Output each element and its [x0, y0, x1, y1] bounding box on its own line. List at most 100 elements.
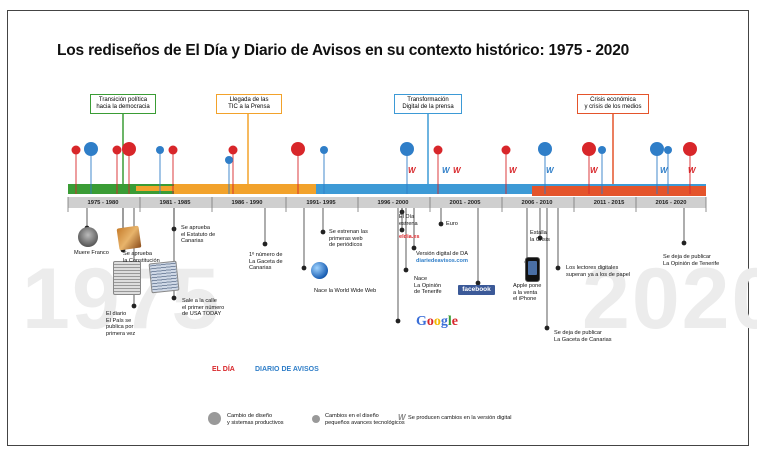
- legend-diario-avisos: DIARIO DE AVISOS: [255, 366, 319, 373]
- iphone-icon: [525, 257, 540, 282]
- event-el-dia-estrena: El Día estrena: [399, 214, 418, 227]
- el-dia-dot: [168, 145, 178, 155]
- event-estalla-crisis: Estalla la Crisis: [530, 230, 550, 243]
- event-estatuto-canarias: Se aprueba el Estatuto de Canarias: [181, 225, 216, 245]
- event-muere-franco: Muere Franco: [74, 250, 109, 256]
- el-dia-dot: [683, 142, 697, 156]
- diario-avisos-dot: [650, 142, 664, 156]
- w-mark-el-dia: W: [453, 166, 461, 175]
- el-dia-dot: [433, 145, 443, 155]
- el-dia-dot: [112, 145, 122, 155]
- event-fin-gaceta: Se deja de publicar La Gaceta de Canaria…: [554, 330, 612, 343]
- event-marker: [411, 245, 417, 251]
- event-marker: [544, 325, 550, 331]
- w-mark-diario-avisos: W: [442, 166, 450, 175]
- figure-frame: [7, 10, 749, 446]
- event-marker: [395, 318, 401, 324]
- el-dia-dot: [582, 142, 596, 156]
- event-marker: [681, 240, 687, 246]
- legend-small-dot: [312, 415, 320, 423]
- context-box-text: Llegada de las TIC a la Prensa: [228, 97, 270, 110]
- context-box-crisis: Crisis económica y crisis de los medios: [577, 94, 649, 114]
- diario-avisos-dot: [538, 142, 552, 156]
- event-marker: [403, 267, 409, 273]
- facebook-logo: facebook: [458, 285, 495, 295]
- legend-el-dia: EL DÍA: [212, 366, 235, 373]
- period-1975-1980: 1975 - 1980: [87, 200, 119, 206]
- event-marker: [171, 295, 177, 301]
- event-marker: [131, 303, 137, 309]
- legend-big-dot-text: Cambio de diseño y sistemas productivos: [227, 413, 284, 426]
- w-mark-el-dia: W: [590, 166, 598, 175]
- context-box-text: Transformación Digital de la prensa: [402, 97, 454, 110]
- legend-w-icon: W: [398, 413, 406, 422]
- background-year-end: 2020: [582, 251, 757, 347]
- event-primeras-web: Se estrenan las primeras web de periódic…: [329, 229, 368, 249]
- legend-w-text: Se producen cambios en la versión digita…: [408, 415, 512, 421]
- event-marker: [555, 265, 561, 271]
- event-world-wide-web: Nace la World Wide Web: [314, 288, 377, 294]
- el-dia-dot: [228, 145, 238, 155]
- diagram-title: Los rediseños de El Día y Diario de Avis…: [57, 42, 630, 59]
- w-mark-el-dia: W: [509, 166, 517, 175]
- event-euro: Euro: [446, 221, 458, 227]
- event-marker: [399, 227, 405, 233]
- w-mark-el-dia: W: [408, 166, 416, 175]
- event-opinion-tenerife: Nace La Opinión de Tenerife: [414, 276, 442, 296]
- el-dia-dot: [501, 145, 511, 155]
- legend-big-dot: [208, 412, 221, 425]
- bar-overlap-orange: [136, 186, 174, 191]
- event-diariedeavisos: diariedeavisos.com: [416, 258, 468, 264]
- w-mark-diario-avisos: W: [660, 166, 668, 175]
- diario-avisos-dot: [598, 146, 606, 154]
- bar-digital: [316, 184, 706, 194]
- event-eldia-es: eldia.es: [399, 234, 420, 240]
- context-box-text: Crisis económica y crisis de los medios: [584, 97, 642, 110]
- event-version-digital-da: Versión digital de DA: [416, 251, 468, 257]
- event-gaceta-canarias: 1º número de La Gaceta de Canarias: [249, 252, 283, 272]
- bar-crisis: [532, 186, 706, 196]
- period-2006-2010: 2006 - 2010: [521, 200, 553, 206]
- period-1991-1995: 1991- 1995: [306, 200, 336, 206]
- period-bar: [68, 197, 706, 208]
- el-pais-newspaper: [113, 261, 141, 295]
- globe-icon: [311, 262, 328, 279]
- constitution-book: [116, 225, 142, 251]
- period-1996-2000: 1996 - 2000: [377, 200, 409, 206]
- bar-tic: [174, 184, 316, 194]
- period-2001-2005: 2001 - 2005: [449, 200, 481, 206]
- event-marker: [475, 280, 481, 286]
- w-mark-el-dia: W: [688, 166, 696, 175]
- diario-avisos-dot: [664, 146, 672, 154]
- period-2011-2015: 2011 - 2015: [593, 200, 625, 206]
- franco-photo: [78, 227, 98, 247]
- el-dia-dot: [122, 142, 136, 156]
- period-ticks: [67, 197, 707, 212]
- diario-avisos-dot: [400, 142, 414, 156]
- event-marker: [262, 241, 268, 247]
- event-dots: [71, 142, 697, 164]
- usa-today-newspaper: [148, 260, 180, 294]
- event-marker: [537, 235, 543, 241]
- diario-avisos-dot: [225, 156, 233, 164]
- el-dia-dot: [291, 142, 305, 156]
- w-mark-diario-avisos: W: [546, 166, 554, 175]
- period-2016-2020: 2016 - 2020: [655, 200, 687, 206]
- context-box-tic: Llegada de las TIC a la Prensa: [216, 94, 282, 114]
- diario-avisos-dot: [156, 146, 164, 154]
- context-box-digital: Transformación Digital de la prensa: [394, 94, 462, 114]
- bar-transition: [68, 184, 174, 194]
- event-fin-opinion: Se deja de publicar La Opinión de Teneri…: [663, 254, 720, 267]
- diario-avisos-dot: [320, 146, 328, 154]
- event-marker: [301, 265, 307, 271]
- event-marker: [320, 229, 326, 235]
- event-el-pais: El diario El País se publica por primera…: [106, 311, 136, 337]
- event-usa-today: Sale a la calle el primer número de USA …: [182, 298, 225, 318]
- period-1981-1985: 1981 - 1985: [159, 200, 191, 206]
- period-1986-1990: 1986 - 1990: [231, 200, 263, 206]
- event-iphone: Apple pone a la venta el iPhone: [513, 283, 542, 303]
- context-box-transition: Transición política hacia la democracia: [90, 94, 156, 114]
- el-dia-dot: [71, 145, 81, 155]
- legend-small-dot-text: Cambios en el diseño pequeños avances te…: [325, 413, 405, 426]
